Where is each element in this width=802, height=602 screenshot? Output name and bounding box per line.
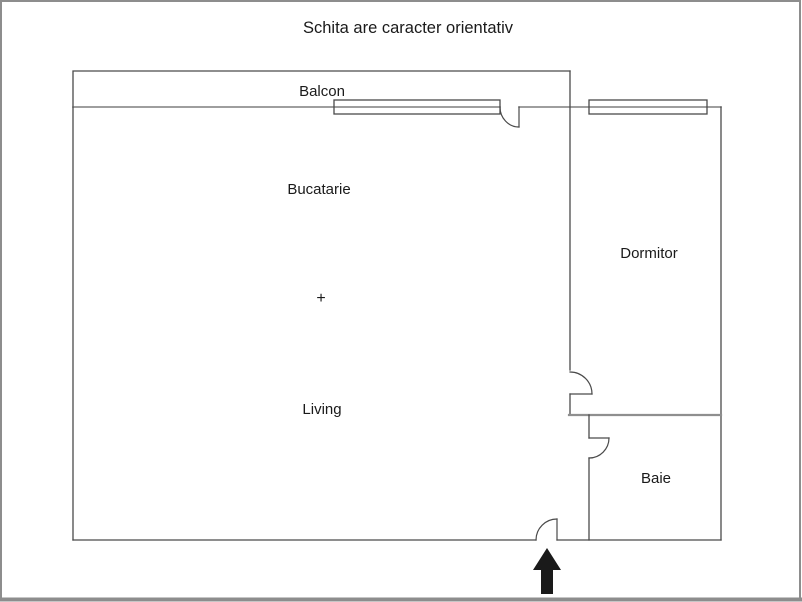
dormitor-window — [588, 99, 708, 115]
baie-door-arc — [588, 437, 610, 459]
disclaimer-title: Schita are caracter orientativ — [303, 19, 514, 37]
balcon-outline — [72, 70, 571, 108]
dormitor-label: Dormitor — [620, 245, 678, 262]
arrow-up-icon — [533, 548, 561, 594]
balcon-door-arc — [499, 106, 520, 128]
dormitor-door — [569, 371, 593, 395]
entrance-door — [535, 518, 558, 541]
baie-label: Baie — [641, 470, 671, 487]
balcon-door — [499, 106, 520, 128]
dormitor-door-arc — [569, 371, 593, 395]
center-cross-marker: + — [316, 290, 325, 307]
bucatarie-label: Bucatarie — [287, 181, 350, 198]
balcon-label: Balcon — [299, 83, 345, 100]
baie-door — [588, 437, 610, 459]
entrance-door-arc — [535, 518, 558, 541]
kitchen-window — [333, 99, 501, 115]
living-label: Living — [302, 401, 341, 418]
